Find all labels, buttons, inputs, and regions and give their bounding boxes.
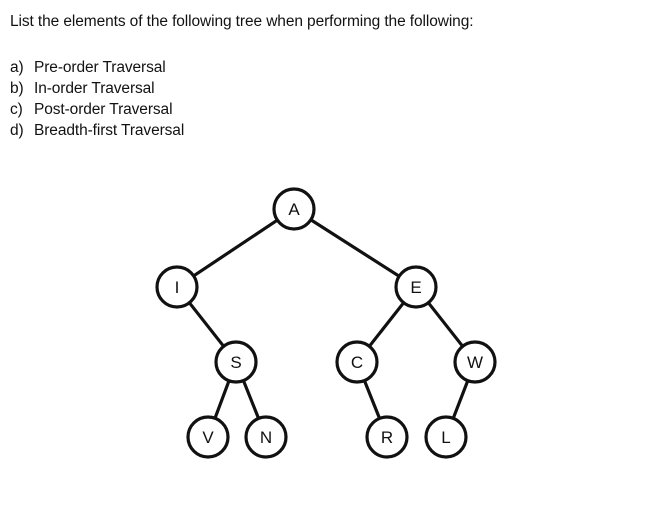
tree-node-c[interactable]: C bbox=[335, 340, 379, 384]
list-item-marker: a) bbox=[10, 59, 24, 76]
tree-edge-s-v bbox=[213, 378, 231, 421]
tree-node-label-r: R bbox=[381, 428, 393, 447]
list-item: a) Pre-order Traversal bbox=[10, 57, 184, 78]
tree-node-circle-n bbox=[244, 415, 288, 459]
tree-edge-s-n bbox=[241, 378, 261, 421]
tree-node-circle-e bbox=[394, 265, 438, 309]
tree-edge-e-c bbox=[367, 300, 406, 349]
tree-node-label-e: E bbox=[410, 278, 421, 297]
tree-node-circle-r bbox=[365, 415, 409, 459]
tree-node-circle-i bbox=[155, 265, 199, 309]
tree-edge-i-s bbox=[187, 300, 226, 349]
tree-node-w[interactable]: W bbox=[453, 340, 497, 384]
list-item-label: Pre-order Traversal bbox=[34, 59, 166, 76]
tree-node-label-l: L bbox=[441, 428, 450, 447]
tree-node-label-v: V bbox=[202, 428, 214, 447]
tree-node-label-n: N bbox=[260, 428, 272, 447]
tree-node-circle-a bbox=[272, 187, 316, 231]
tree-node-s[interactable]: S bbox=[214, 340, 258, 384]
tree-edge-a-i bbox=[191, 217, 280, 279]
tree-node-label-w: W bbox=[467, 353, 483, 372]
list-item-marker: d) bbox=[10, 122, 24, 139]
tree-node-l[interactable]: L bbox=[424, 415, 468, 459]
tree-node-label-s: S bbox=[230, 353, 241, 372]
list-item-label: In-order Traversal bbox=[34, 80, 155, 97]
tree-edge-layer bbox=[187, 217, 470, 421]
tree-node-n[interactable]: N bbox=[244, 415, 288, 459]
list-item: b) In-order Traversal bbox=[10, 78, 184, 99]
tree-node-i[interactable]: I bbox=[155, 265, 199, 309]
tree-edge-w-l bbox=[451, 378, 470, 421]
tree-node-circle-c bbox=[335, 340, 379, 384]
tree-edge-e-w bbox=[426, 300, 465, 349]
list-item-marker: c) bbox=[10, 101, 23, 118]
tree-node-label-i: I bbox=[175, 278, 180, 297]
page-title: List the elements of the following tree … bbox=[10, 13, 474, 30]
tree-node-a[interactable]: A bbox=[272, 187, 316, 231]
tree-edge-a-e bbox=[308, 217, 402, 279]
tree-node-circle-s bbox=[214, 340, 258, 384]
list-item: d) Breadth-first Traversal bbox=[10, 120, 184, 141]
tree-node-circle-w bbox=[453, 340, 497, 384]
task-list: a) Pre-order Traversal b) In-order Trave… bbox=[10, 57, 184, 141]
tree-node-label-a: A bbox=[288, 200, 300, 219]
tree-node-r[interactable]: R bbox=[365, 415, 409, 459]
list-item-marker: b) bbox=[10, 80, 24, 97]
tree-edge-c-r bbox=[362, 378, 382, 421]
tree-node-circle-v bbox=[186, 415, 230, 459]
tree-node-circle-l bbox=[424, 415, 468, 459]
tree-node-label-c: C bbox=[351, 353, 363, 372]
list-item-label: Post-order Traversal bbox=[34, 101, 173, 118]
tree-node-e[interactable]: E bbox=[394, 265, 438, 309]
tree-node-layer: A I E S C W V N R L bbox=[155, 187, 497, 459]
tree-node-v[interactable]: V bbox=[186, 415, 230, 459]
list-item-label: Breadth-first Traversal bbox=[34, 122, 185, 139]
list-item: c) Post-order Traversal bbox=[10, 99, 184, 120]
